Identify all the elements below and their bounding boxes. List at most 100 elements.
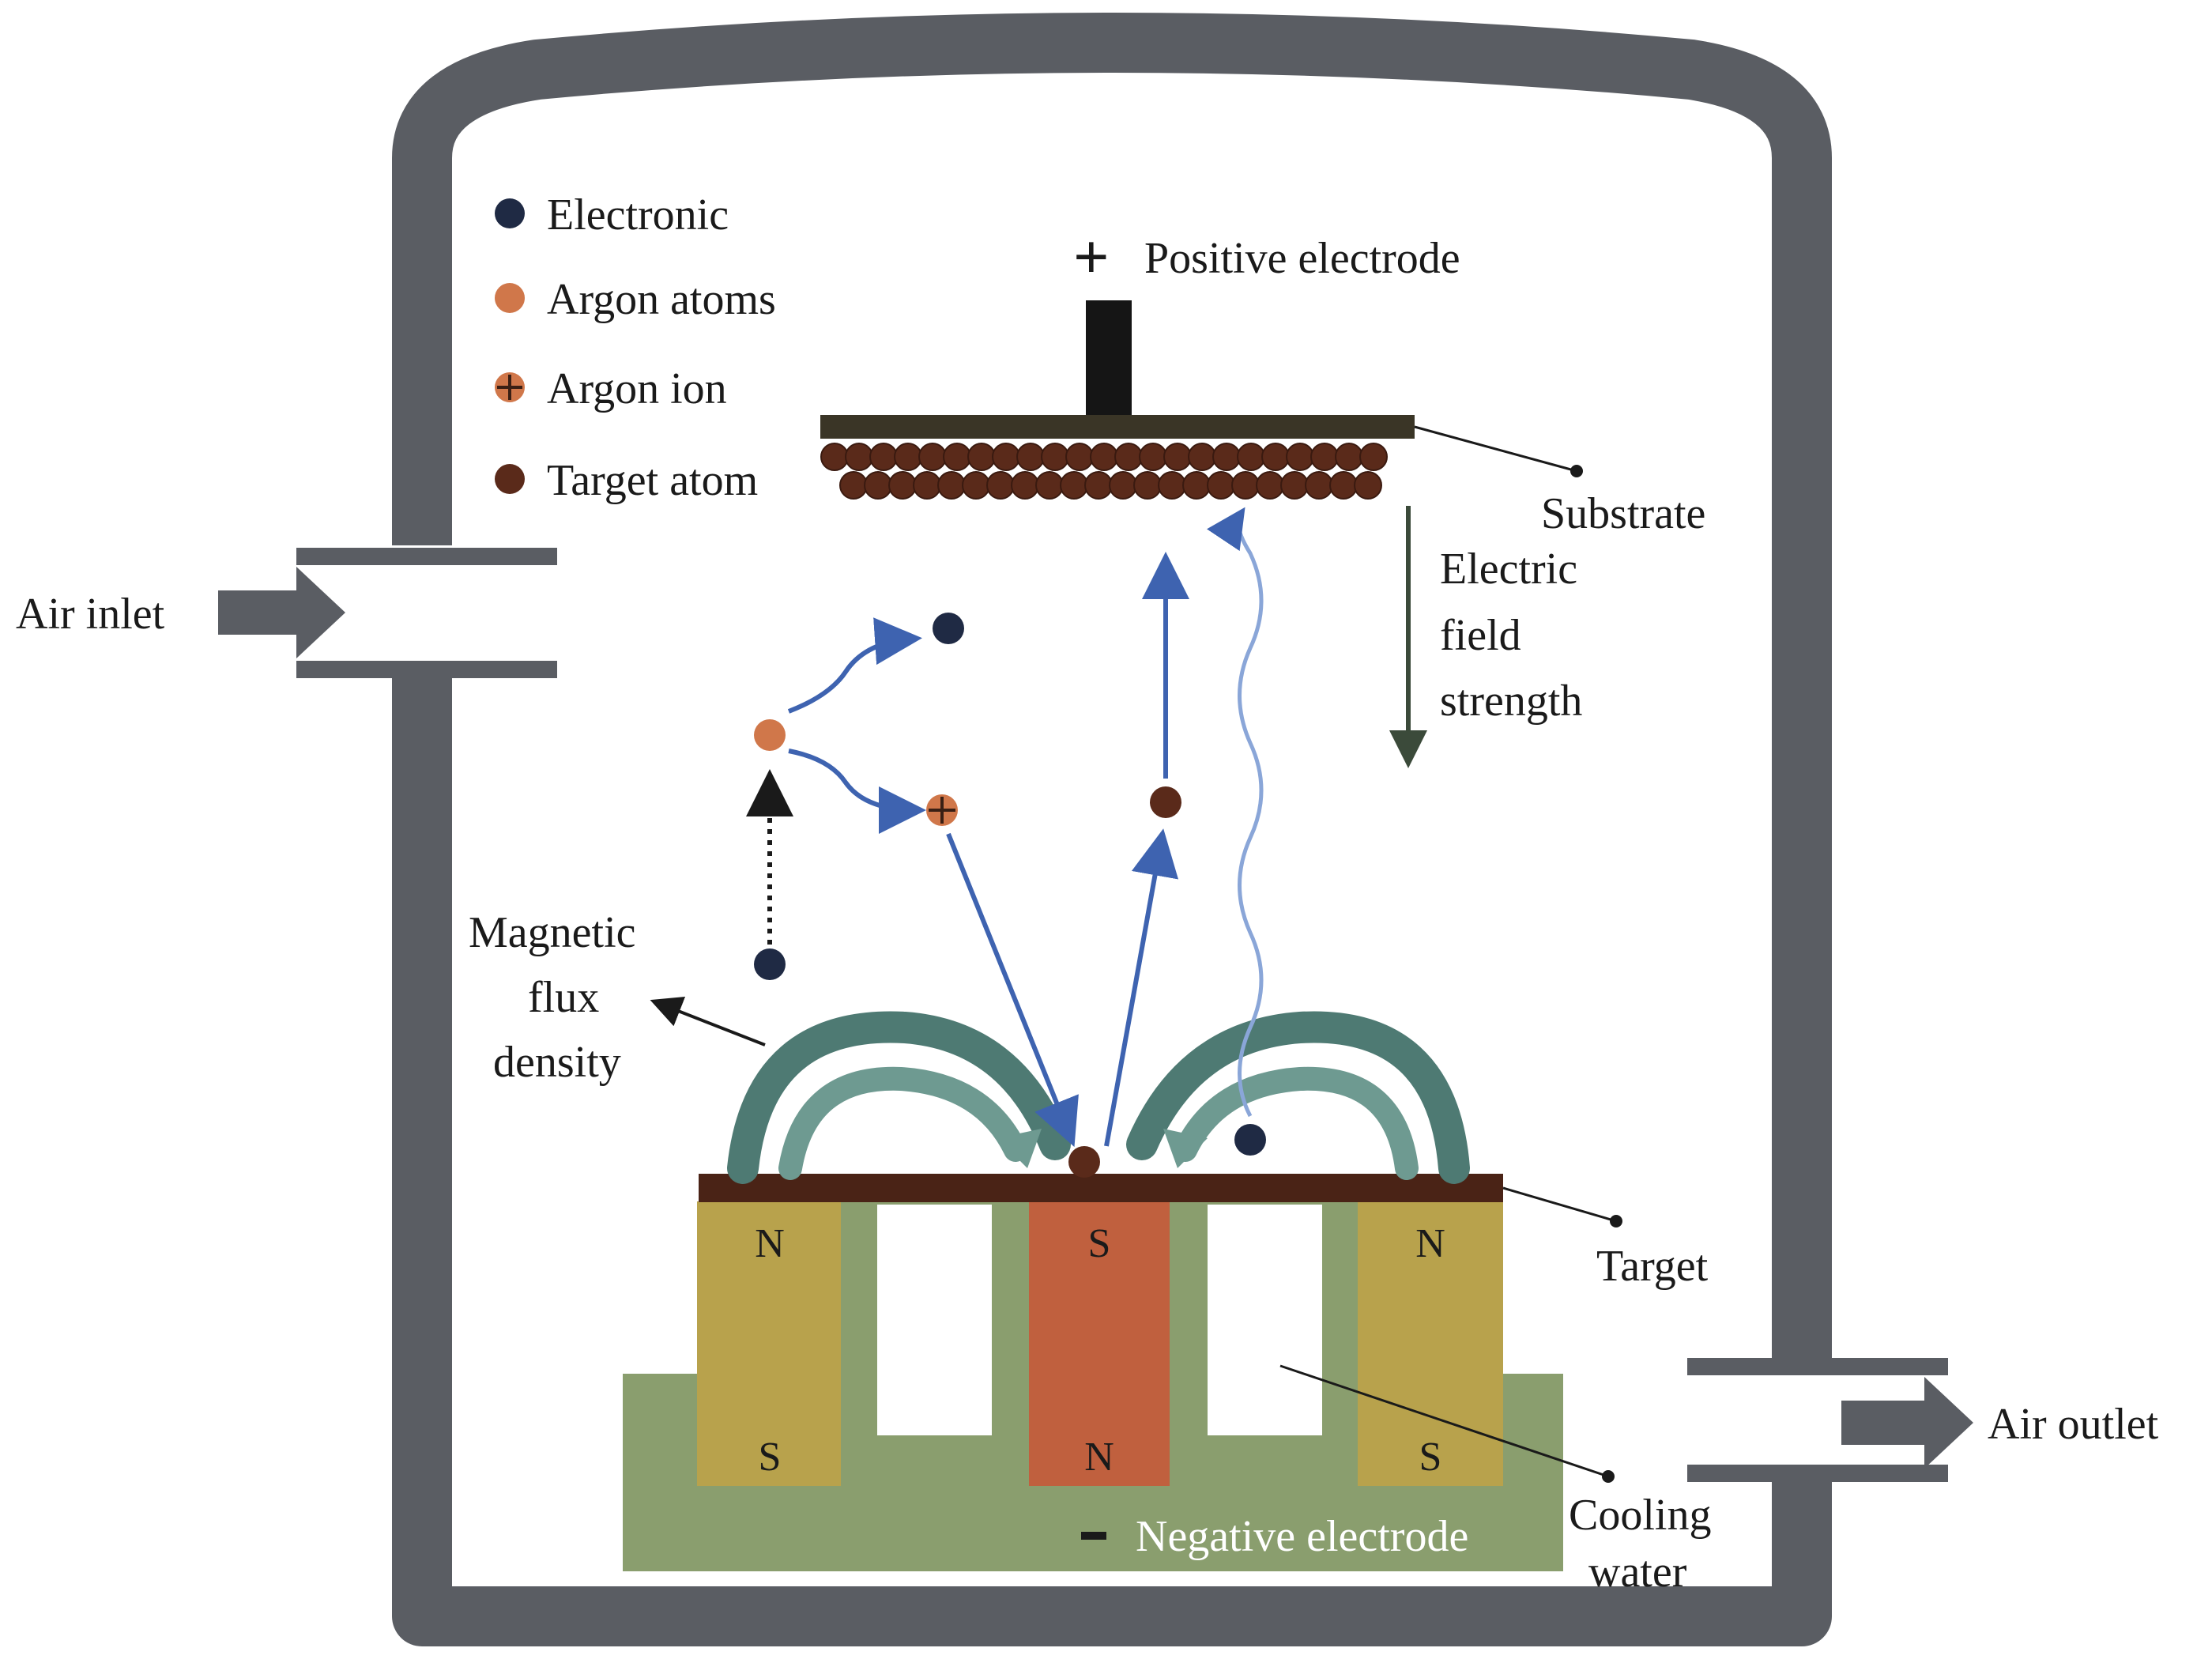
deposited-atom xyxy=(992,443,1020,471)
air-outlet-label: Air outlet xyxy=(1988,1400,2159,1449)
deposited-atom xyxy=(1286,443,1314,471)
deposited-atom xyxy=(1060,471,1088,500)
deposited-atom xyxy=(869,443,898,471)
magnetic-flux-pointer xyxy=(650,997,766,1046)
positive-sign: + xyxy=(1073,223,1110,292)
deposited-atom xyxy=(1188,443,1216,471)
substrate-leader-line xyxy=(1414,425,1577,473)
deposited-atom xyxy=(1065,443,1094,471)
air-outlet-pipe xyxy=(1687,1358,1948,1482)
deposited-atom xyxy=(1163,443,1192,471)
sputtered-atom-path xyxy=(1104,828,1179,1147)
deposited-atom xyxy=(1041,443,1069,471)
deposited-atom xyxy=(1133,471,1162,500)
deposited-atom xyxy=(820,443,849,471)
magnet-right-top-pole: N xyxy=(1415,1221,1445,1266)
legend-argon-ion-label: Argon ion xyxy=(547,364,727,413)
deposited-target-atoms xyxy=(820,443,1388,500)
deposited-atom xyxy=(1261,443,1290,471)
deposited-atom xyxy=(1084,471,1113,500)
target-plate xyxy=(699,1174,1503,1202)
released-electron xyxy=(933,613,964,644)
magnetic-flux-label-line3: density xyxy=(493,1038,621,1087)
deposited-atom xyxy=(1256,471,1284,500)
target-leader-line xyxy=(1502,1186,1617,1223)
negative-electrode-label: Negative electrode xyxy=(1136,1512,1468,1561)
deposited-atom xyxy=(1354,471,1382,500)
ion-bombardment-path xyxy=(946,832,1079,1148)
impact-target-atom xyxy=(1068,1146,1100,1178)
ion-formation-path xyxy=(788,749,926,834)
arrow-right-icon xyxy=(218,567,345,658)
deposited-atom xyxy=(1237,443,1265,471)
electric-field-label-line2: field xyxy=(1440,611,1521,660)
deposited-atom xyxy=(1280,471,1309,500)
cooling-water-label-line2: water xyxy=(1588,1548,1687,1597)
deposited-atom xyxy=(962,471,990,500)
substrate-leader-dot xyxy=(1570,465,1583,477)
electric-field-label-line3: strength xyxy=(1440,677,1582,726)
electron-icon xyxy=(495,198,525,228)
magnet-center-bottom-pole: N xyxy=(1084,1435,1114,1480)
deposited-atom xyxy=(864,471,892,500)
magnet-center xyxy=(1029,1201,1170,1486)
negative-sign xyxy=(1081,1532,1106,1540)
deposited-atom xyxy=(1109,471,1137,500)
deposited-atom xyxy=(888,471,917,500)
legend-target-atom-label: Target atom xyxy=(547,456,758,505)
electron-drift-path xyxy=(1207,507,1264,1118)
deposited-atom xyxy=(986,471,1015,500)
deposited-atom xyxy=(1310,443,1339,471)
deposited-atom xyxy=(894,443,922,471)
cooling-water-leader-dot xyxy=(1602,1470,1615,1483)
deposited-atom xyxy=(1335,443,1363,471)
deposited-atom xyxy=(1207,471,1235,500)
deposited-atom xyxy=(1305,471,1333,500)
air-inlet-label: Air inlet xyxy=(16,590,165,639)
deposited-atom xyxy=(1359,443,1388,471)
cooling-water-label-line1: Cooling xyxy=(1569,1491,1711,1540)
substrate-plate xyxy=(820,415,1415,439)
deposited-atom xyxy=(845,443,873,471)
positive-electrode-label: Positive electrode xyxy=(1144,234,1460,283)
substrate-label: Substrate xyxy=(1541,489,1705,538)
incoming-electron xyxy=(754,948,786,980)
deposited-atom xyxy=(1139,443,1167,471)
positive-electrode-rod xyxy=(1086,300,1132,417)
deposited-atom xyxy=(1212,443,1241,471)
field-arrowheads xyxy=(997,1129,1208,1168)
magnet-center-top-pole: S xyxy=(1088,1221,1111,1266)
argon-ion-particle xyxy=(926,794,958,826)
deposited-atom xyxy=(913,471,941,500)
legend: Electronic Argon atoms Argon ion Target … xyxy=(495,190,776,505)
target-label: Target xyxy=(1596,1242,1709,1291)
deposited-atom xyxy=(937,471,966,500)
colliding-argon-atom xyxy=(754,719,786,751)
deposited-atom xyxy=(1329,471,1358,500)
argon-ion-icon xyxy=(495,372,525,402)
cooling-water-leader-line xyxy=(1279,1364,1609,1478)
electric-field-label-line1: Electric xyxy=(1440,545,1577,594)
arrow-right-icon xyxy=(1841,1377,1973,1469)
magnet-left-top-pole: N xyxy=(755,1221,785,1266)
target-leader-dot xyxy=(1610,1215,1622,1227)
air-inlet-pipe xyxy=(296,548,557,678)
magnet-right xyxy=(1358,1201,1503,1486)
cooling-water-channel-right xyxy=(1208,1205,1322,1435)
deposited-atom xyxy=(967,443,996,471)
magnetic-flux-label-line2: flux xyxy=(528,973,599,1022)
electron-release-path xyxy=(787,617,922,714)
deposited-atom xyxy=(1090,443,1118,471)
magnetic-flux-label-line1: Magnetic xyxy=(469,908,635,957)
trapped-electron xyxy=(1234,1124,1266,1156)
sputtered-target-atom xyxy=(1150,786,1181,818)
magnet-right-bottom-pole: S xyxy=(1419,1435,1442,1480)
deposited-atom xyxy=(918,443,947,471)
argon-atom-icon xyxy=(495,283,525,313)
target-atom-icon xyxy=(495,464,525,494)
deposited-atom xyxy=(1114,443,1143,471)
magnet-left-bottom-pole: S xyxy=(759,1435,782,1480)
deposited-atom xyxy=(1231,471,1260,500)
deposited-atom xyxy=(839,471,868,500)
